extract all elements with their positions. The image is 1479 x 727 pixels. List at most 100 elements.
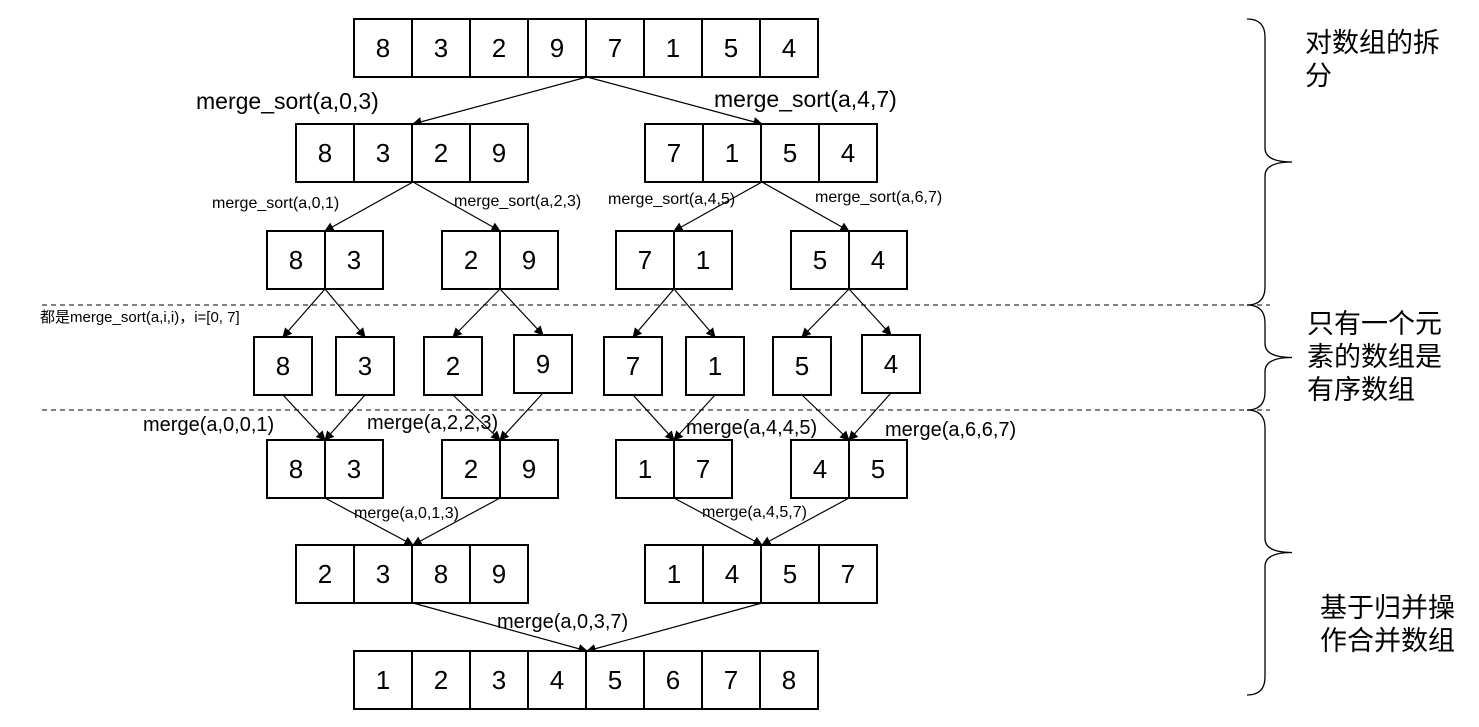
single-4: 7 <box>603 336 663 396</box>
array-cell: 9 <box>469 544 529 604</box>
cell-box <box>469 123 529 183</box>
cell-value: 9 <box>550 33 564 63</box>
flow-arrow <box>632 288 675 338</box>
array-cell: 7 <box>585 18 645 78</box>
divider-lines <box>42 304 1270 411</box>
array-cell: 4 <box>848 230 908 290</box>
cell-value: 4 <box>782 33 796 63</box>
cell-value: 3 <box>347 245 361 275</box>
array-cell: 2 <box>295 544 355 604</box>
array-cell: 5 <box>848 439 908 499</box>
label-merge-0-3-7: merge(a,0,3,7) <box>497 611 628 633</box>
array-cell: 1 <box>615 439 675 499</box>
cell-value: 3 <box>492 665 506 695</box>
array-cell: 4 <box>818 123 878 183</box>
cell-value: 9 <box>492 138 506 168</box>
label-merge-4-4-5: merge(a,4,4,5) <box>686 417 817 439</box>
label-merge-6-6-7: merge(a,6,6,7) <box>885 419 1016 441</box>
cell-box <box>441 439 501 499</box>
array-cell: 1 <box>702 123 762 183</box>
cell-box <box>644 544 704 604</box>
cell-value: 2 <box>446 351 460 381</box>
arrows-layer <box>282 76 892 654</box>
label-merge-0-1-3: merge(a,0,1,3) <box>354 505 459 522</box>
array-cell: 8 <box>759 650 819 710</box>
flow-arrow <box>499 288 544 336</box>
cell-value: 5 <box>608 665 622 695</box>
cell-value: 1 <box>708 351 722 381</box>
array-cell: 1 <box>353 650 413 710</box>
flow-arrow <box>324 288 366 338</box>
cell-box <box>527 18 587 78</box>
cell-box <box>585 650 645 710</box>
single-6: 5 <box>772 336 832 396</box>
array-cell: 3 <box>469 650 529 710</box>
array-cell: 2 <box>411 650 471 710</box>
array-cell: 6 <box>643 650 703 710</box>
array-cell: 8 <box>295 123 355 183</box>
flow-arrow <box>282 394 326 441</box>
cell-box <box>685 336 745 396</box>
array-cell: 9 <box>469 123 529 183</box>
flow-arrow <box>673 181 763 232</box>
array-cell: 7 <box>818 544 878 604</box>
array-cell: 9 <box>527 18 587 78</box>
side-note-line: 分 <box>1305 61 1332 91</box>
cell-box <box>353 544 413 604</box>
cell-box <box>760 123 820 183</box>
cell-value: 1 <box>667 559 681 589</box>
flow-arrow <box>673 394 716 441</box>
cell-box <box>818 544 878 604</box>
flow-arrow <box>324 497 414 546</box>
cell-box <box>861 334 921 394</box>
cell-box <box>603 336 663 396</box>
side-note-line: 有序数组 <box>1307 375 1415 405</box>
cell-box <box>790 230 850 290</box>
cell-box <box>335 336 395 396</box>
flow-arrow <box>632 394 675 441</box>
single-2: 2 <box>423 336 483 396</box>
array-cell: 5 <box>772 336 832 396</box>
label-merge-sort-2-3: merge_sort(a,2,3) <box>454 193 581 210</box>
cell-box <box>499 230 559 290</box>
label-merge-sort-6-7: merge_sort(a,6,7) <box>815 189 942 206</box>
cell-value: 5 <box>783 138 797 168</box>
side-note-line: 素的数组是 <box>1307 342 1442 372</box>
cell-value: 6 <box>666 665 680 695</box>
array-cell: 3 <box>324 439 384 499</box>
cell-value: 9 <box>536 349 550 379</box>
flow-arrow <box>412 76 588 127</box>
array-cell: 1 <box>643 18 703 78</box>
array-cell: 2 <box>411 123 471 183</box>
array-cell: 7 <box>603 336 663 396</box>
side-note-line: 作合并数组 <box>1320 626 1455 656</box>
cell-box <box>469 544 529 604</box>
cell-value: 5 <box>795 351 809 381</box>
cell-value: 7 <box>638 245 652 275</box>
single-7: 4 <box>861 334 921 394</box>
cell-value: 7 <box>608 33 622 63</box>
cell-value: 2 <box>434 665 448 695</box>
cell-value: 8 <box>376 33 390 63</box>
cell-value: 1 <box>666 33 680 63</box>
array-cell: 4 <box>790 439 850 499</box>
single-5: 1 <box>685 336 745 396</box>
cell-value: 4 <box>871 245 885 275</box>
label-merge-4-5-7: merge(a,4,5,7) <box>702 504 807 521</box>
label-merge-0-0-1: merge(a,0,0,1) <box>143 414 274 436</box>
array-cell: 4 <box>527 650 587 710</box>
array-cell: 4 <box>759 18 819 78</box>
array-cell: 7 <box>644 123 704 183</box>
array-cell: 4 <box>702 544 762 604</box>
array-cell: 9 <box>499 439 559 499</box>
